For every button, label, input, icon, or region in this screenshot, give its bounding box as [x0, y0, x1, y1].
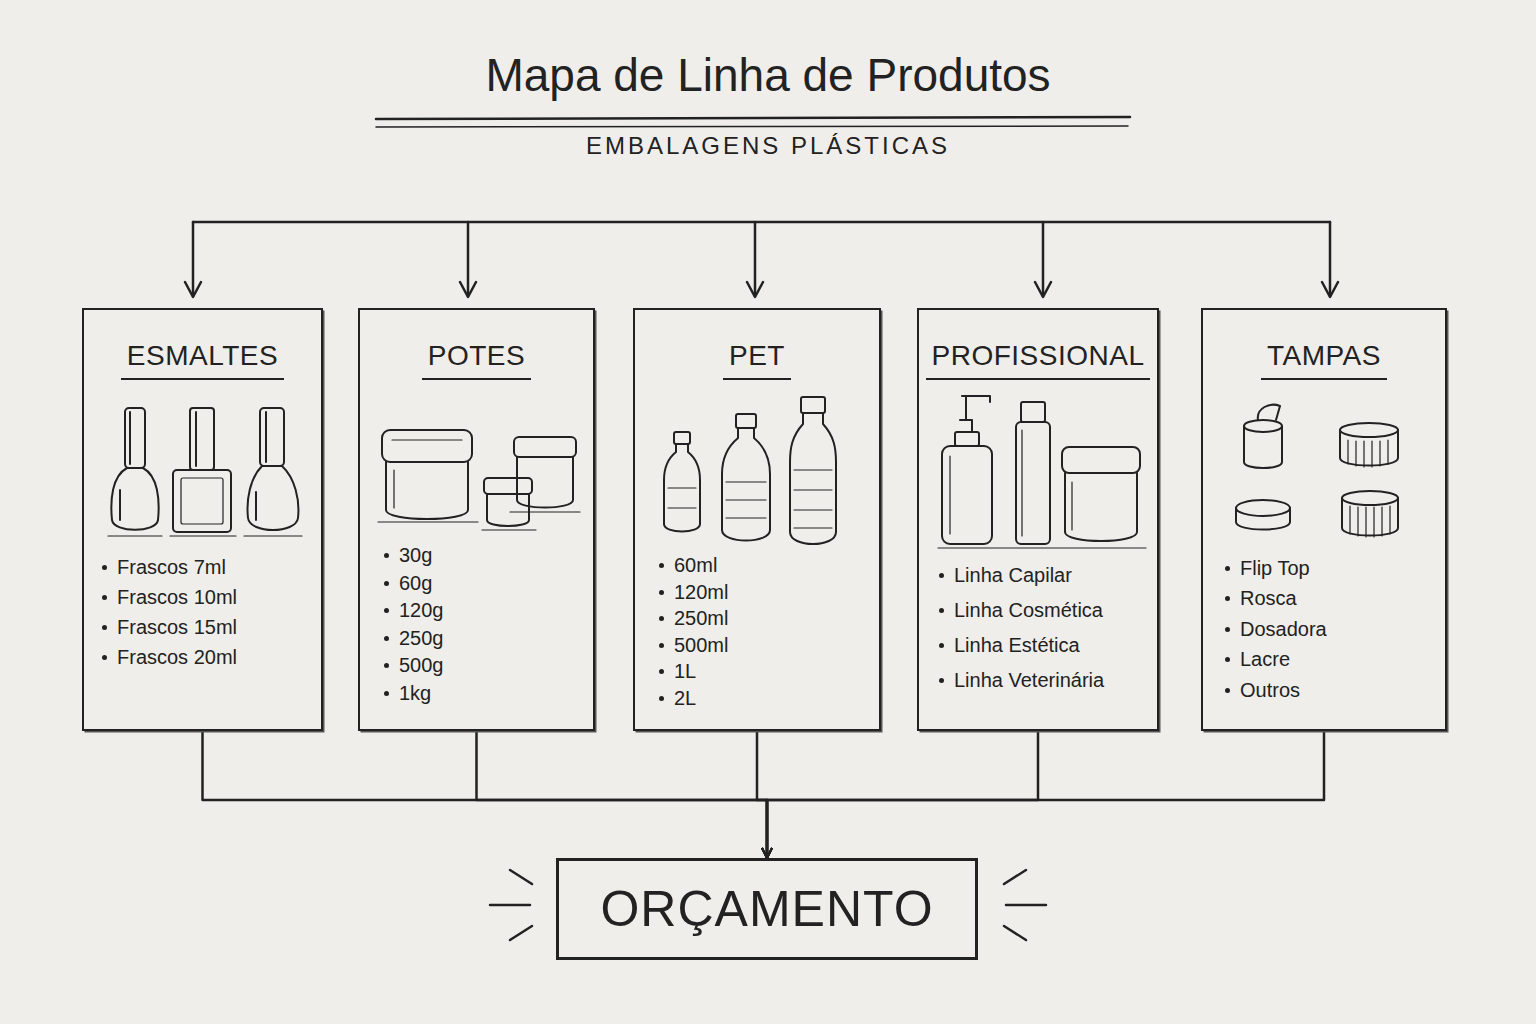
- list-item: 500g: [399, 654, 444, 677]
- list-item: Linha Cosmética: [954, 599, 1103, 622]
- list-item: 500ml: [674, 634, 728, 657]
- flow-connector: [767, 731, 1038, 858]
- bullet: [384, 608, 389, 613]
- distribution-tree: [185, 222, 1338, 297]
- bullet: [384, 636, 389, 641]
- category-heading: TAMPAS: [1261, 340, 1387, 380]
- list-item: Outros: [1240, 679, 1300, 702]
- bullet: [102, 625, 107, 630]
- bullet: [939, 643, 944, 648]
- budget-label: ORÇAMENTO: [600, 880, 933, 938]
- list-item: Lacre: [1240, 648, 1290, 671]
- pet-bottles: [664, 397, 836, 544]
- list-item: 250g: [399, 627, 444, 650]
- title-underline: [376, 117, 1130, 119]
- flow-connector: [757, 731, 767, 858]
- list-item: Dosadora: [1240, 618, 1327, 641]
- nail-polish-bottles: [108, 408, 302, 536]
- list-item: Frascos 15ml: [117, 616, 237, 639]
- list-item: Flip Top: [1240, 557, 1310, 580]
- category-panel: ESMALTES Frascos 7mlFrascos 10mlFrascos 1…: [82, 308, 323, 731]
- budget-box: ORÇAMENTO: [556, 858, 978, 960]
- flow-connector: [203, 731, 768, 858]
- bullet: [384, 663, 389, 668]
- bullet: [1225, 688, 1230, 693]
- list-item: 30g: [399, 544, 432, 567]
- list-item: 120g: [399, 599, 444, 622]
- bullet: [1225, 566, 1230, 571]
- list-item: Linha Estética: [954, 634, 1080, 657]
- bullet: [384, 553, 389, 558]
- list-item: 250ml: [674, 607, 728, 630]
- list-item: 60ml: [674, 554, 717, 577]
- bullet: [939, 573, 944, 578]
- bullet: [102, 565, 107, 570]
- list-item: Frascos 7ml: [117, 556, 226, 579]
- subtitle: EMBALAGENS PLÁSTICAS: [0, 132, 1536, 160]
- bullet: [1225, 627, 1230, 632]
- bullet: [659, 643, 664, 648]
- burst-lines: [490, 870, 1046, 940]
- bullet: [659, 669, 664, 674]
- professional-bottles: [938, 396, 1146, 548]
- category-panel: POTES 30g 60g 120g 250g 500g 1kg: [358, 308, 595, 731]
- jars: [378, 430, 580, 530]
- caps: [1236, 405, 1398, 537]
- list-item: 2L: [674, 687, 696, 710]
- category-panel: PET 60ml 120ml 250ml 500ml 1L 2L: [633, 308, 881, 731]
- list-item: 120ml: [674, 581, 728, 604]
- diagram-title: Mapa de Linha de Produtos: [0, 48, 1536, 102]
- title-underline: [376, 126, 1128, 127]
- bullet: [659, 590, 664, 595]
- list-item: Frascos 20ml: [117, 646, 237, 669]
- bullet: [659, 563, 664, 568]
- list-item: 1L: [674, 660, 696, 683]
- category-heading: PROFISSIONAL: [926, 340, 1151, 380]
- bullet: [659, 696, 664, 701]
- list-item: Frascos 10ml: [117, 586, 237, 609]
- bullet: [384, 691, 389, 696]
- bullet: [384, 581, 389, 586]
- list-item: Linha Capilar: [954, 564, 1072, 587]
- bullet: [939, 608, 944, 613]
- list-item: Rosca: [1240, 587, 1297, 610]
- category-panel: TAMPAS Flip TopRoscaDosadoraLacreOutros: [1201, 308, 1447, 731]
- flow-connector: [767, 731, 1324, 858]
- list-item: 1kg: [399, 682, 431, 705]
- list-item: 60g: [399, 572, 432, 595]
- category-heading: PET: [723, 340, 791, 380]
- bullet: [1225, 596, 1230, 601]
- category-heading: POTES: [422, 340, 531, 380]
- bullet: [659, 616, 664, 621]
- bullet: [102, 595, 107, 600]
- list-item: Linha Veterinária: [954, 669, 1104, 692]
- bullet: [1225, 657, 1230, 662]
- category-heading: ESMALTES: [121, 340, 284, 380]
- bullet: [939, 678, 944, 683]
- bullet: [102, 655, 107, 660]
- flow-connector: [477, 731, 768, 858]
- category-panel: PROFISSIONAL Linha CapilarLinha Cosmética…: [917, 308, 1159, 731]
